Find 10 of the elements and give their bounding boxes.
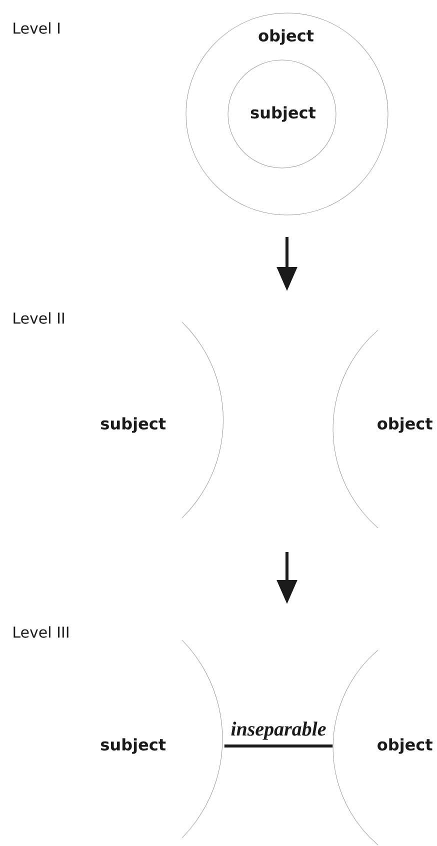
level-label: Level II (14, 312, 64, 324)
level-label: Level III (14, 626, 68, 638)
curved-boundary: subject (101, 640, 223, 838)
curved-boundary: object (332, 330, 432, 528)
edge-label: inseparable (230, 720, 328, 741)
curved-boundary: subject (101, 322, 224, 518)
connector-line (224, 744, 333, 748)
curved-boundary: object (332, 650, 432, 846)
ring: subject (228, 60, 336, 168)
level-label: Level I (14, 22, 60, 34)
